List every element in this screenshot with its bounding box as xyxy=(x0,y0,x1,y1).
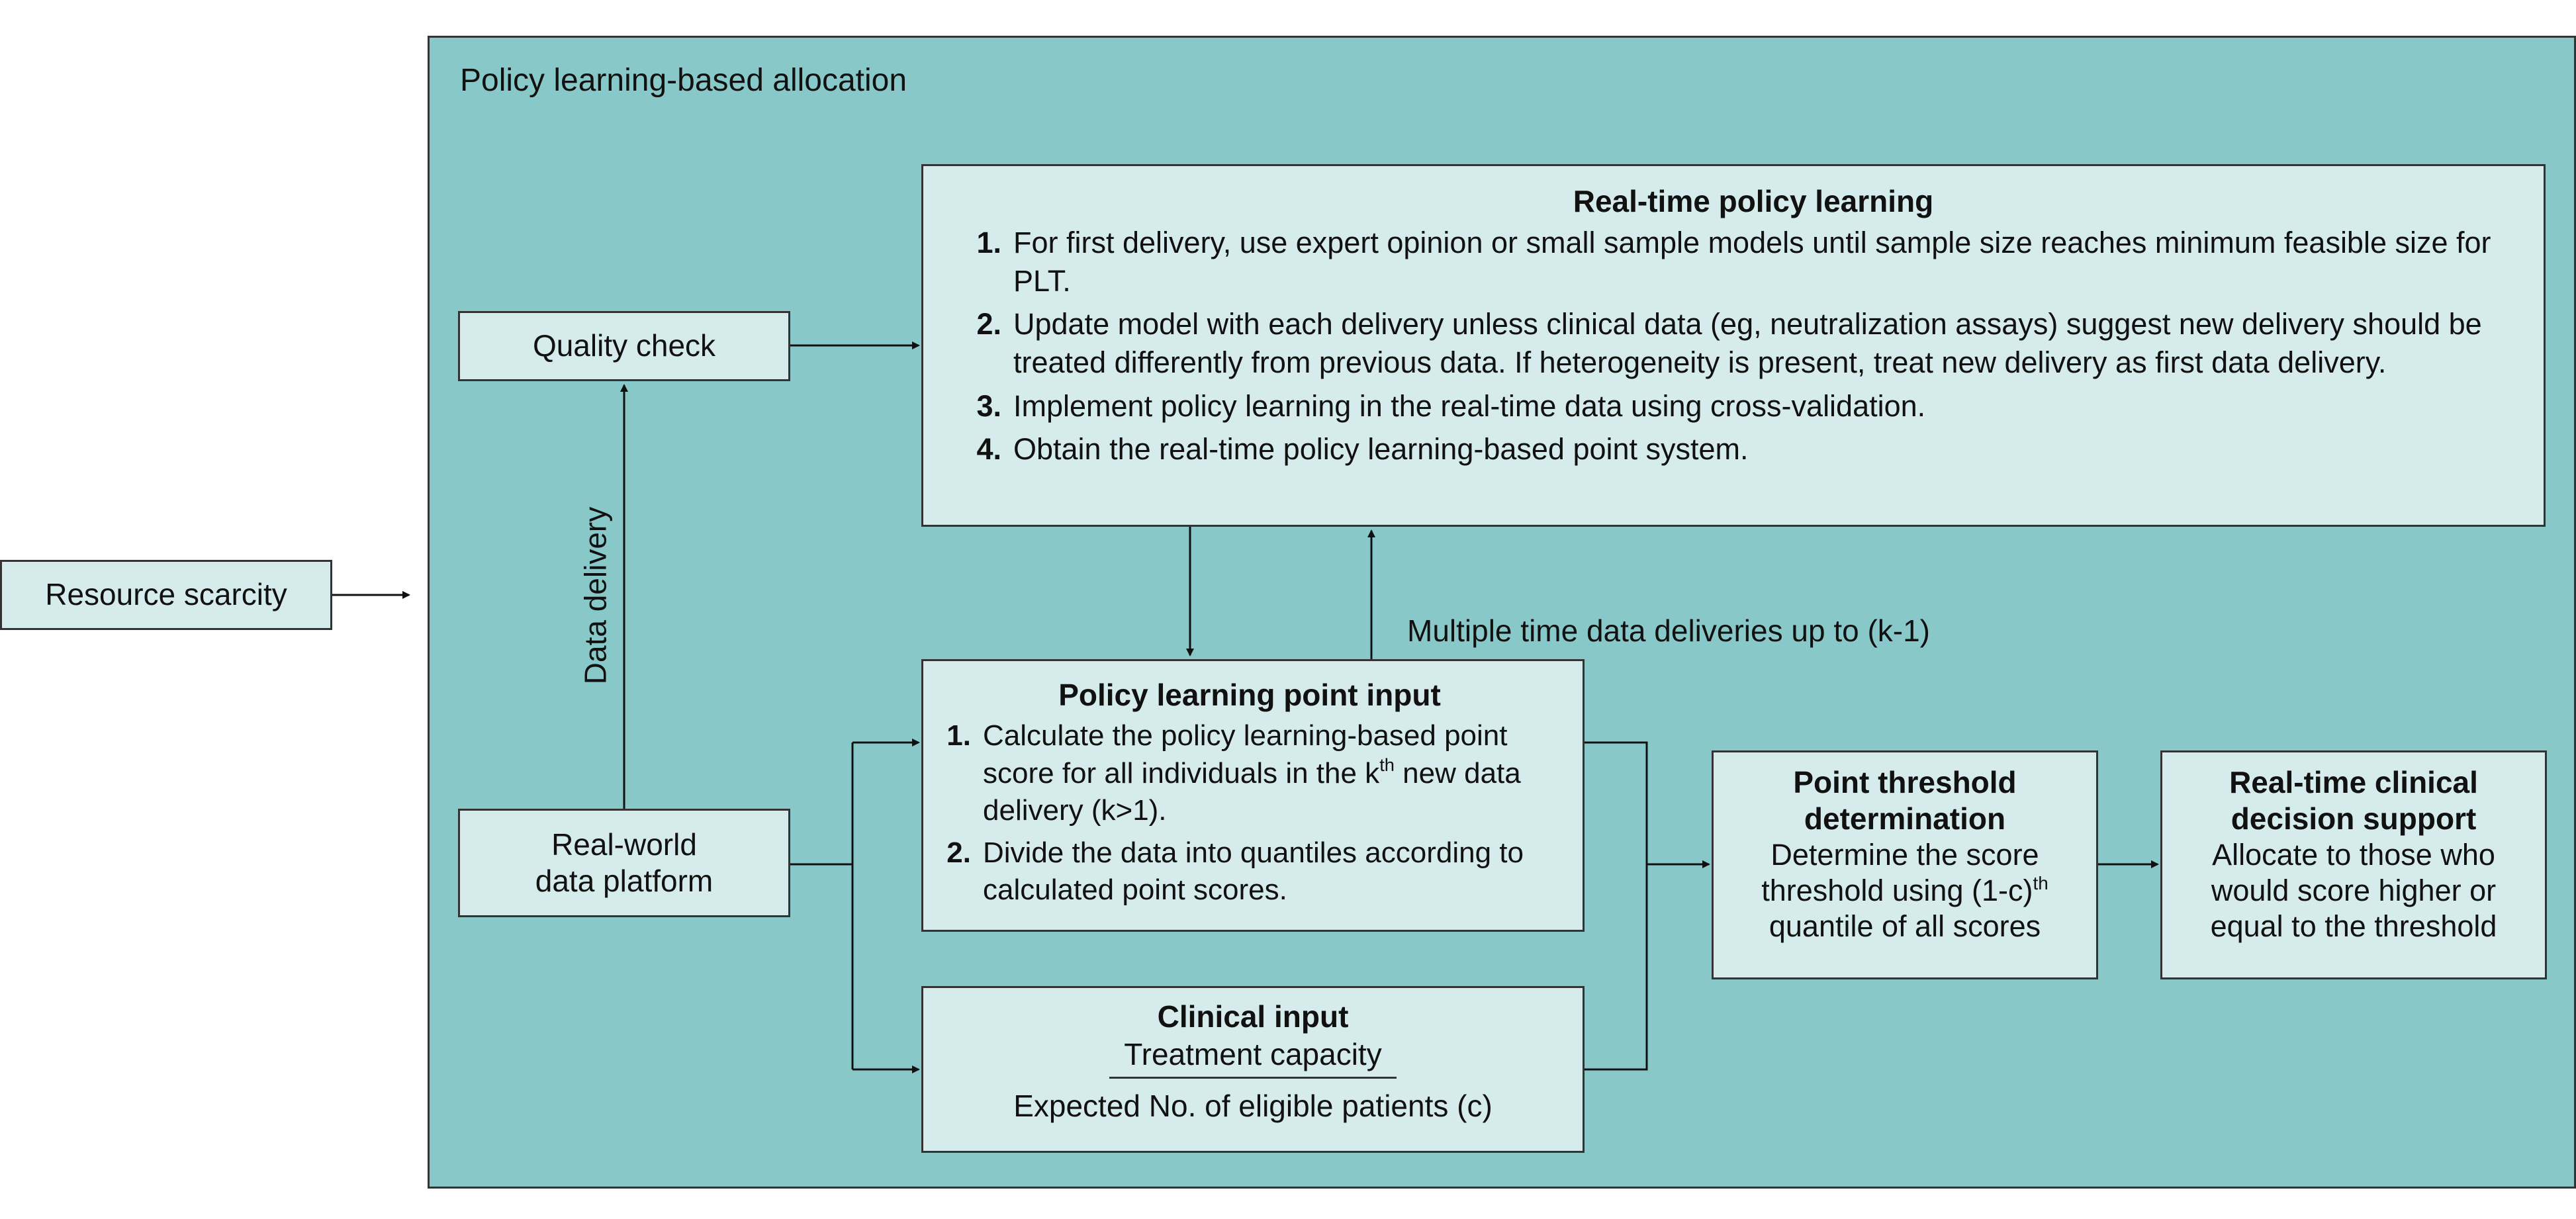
real-world-line2: data platform xyxy=(535,864,713,898)
decision-line3: equal to the threshold xyxy=(2210,909,2497,944)
threshold-line2: threshold using (1-c)th xyxy=(1761,872,2048,908)
threshold-line3: quantile of all scores xyxy=(1769,909,2041,944)
decision-line2: would score higher or xyxy=(2211,874,2497,908)
real-world-data-platform-box: Real-world data platform xyxy=(458,809,790,917)
quality-check-label: Quality check xyxy=(532,328,716,363)
real-world-line1: Real-world xyxy=(551,827,697,862)
point-input-title: Policy learning point input xyxy=(1058,678,1441,712)
threshold-line1: Determine the score xyxy=(1771,838,2039,872)
point-input-step-2: 2. Divide the data into quantiles accord… xyxy=(946,836,1524,907)
real-time-policy-learning-box: Real-time policy learning 1.For first de… xyxy=(921,164,2546,527)
line-point-input-merge xyxy=(1585,741,1648,1071)
resource-scarcity-box: Resource scarcity xyxy=(0,560,332,630)
clinical-fraction: Treatment capacity Expected No. of eligi… xyxy=(923,1036,1583,1124)
resource-scarcity-label: Resource scarcity xyxy=(45,577,287,612)
decision-title-line2: decision support xyxy=(2231,801,2477,836)
decision-line1: Allocate to those who xyxy=(2212,838,2495,872)
decision-title-line1: Real-time clinical xyxy=(2229,765,2478,799)
real-time-policy-learning-title: Real-time policy learning xyxy=(1573,184,1934,218)
quality-check-box: Quality check xyxy=(458,311,790,381)
clinical-input-box: Clinical input Treatment capacity Expect… xyxy=(921,986,1585,1153)
decision-support-box: Real-time clinical decision support Allo… xyxy=(2160,750,2547,979)
real-time-step-2: 2.Update model with each delivery unless… xyxy=(976,307,2482,379)
real-time-steps: 1.For first delivery, use expert opinion… xyxy=(963,224,2504,469)
multiple-deliveries-label: Multiple time data deliveries up to (k-1… xyxy=(1407,613,1930,648)
clinical-input-title: Clinical input xyxy=(1157,999,1349,1034)
eligible-patients-denominator: Expected No. of eligible patients (c) xyxy=(1013,1089,1493,1124)
point-input-step-1: 1. Calculate the policy learning-based p… xyxy=(946,719,1521,827)
point-threshold-box: Point threshold determination Determine … xyxy=(1712,750,2098,979)
policy-learning-point-input-box: Policy learning point input 1. Calculate… xyxy=(921,659,1585,932)
real-time-step-1: 1.For first delivery, use expert opinion… xyxy=(976,226,2491,298)
point-input-steps: 1. Calculate the policy learning-based p… xyxy=(933,717,1567,909)
treatment-capacity-numerator: Treatment capacity xyxy=(1109,1036,1397,1079)
real-time-step-3: 3.Implement policy learning in the real-… xyxy=(976,388,1926,423)
threshold-title-line1: Point threshold xyxy=(1793,765,2017,799)
threshold-title-line2: determination xyxy=(1804,801,2006,836)
panel-title: Policy learning-based allocation xyxy=(460,63,907,98)
real-time-step-4: 4.Obtain the real-time policy learning-b… xyxy=(976,432,1749,467)
